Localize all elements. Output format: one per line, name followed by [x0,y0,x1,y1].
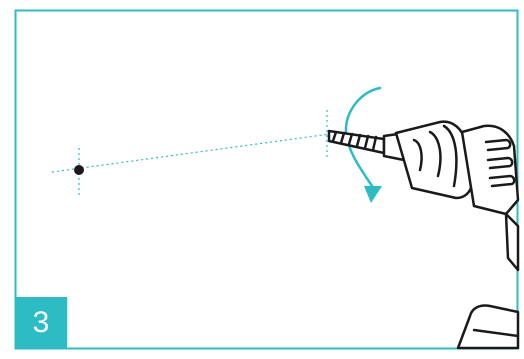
drill-icon [327,120,520,350]
alignment-guides [51,110,331,197]
step-number: 3 [32,306,50,339]
rotation-arrow-icon [344,86,382,203]
target-point-icon [74,165,84,175]
step-number-badge: 3 [15,297,67,349]
drill-axis-guide [51,133,331,173]
